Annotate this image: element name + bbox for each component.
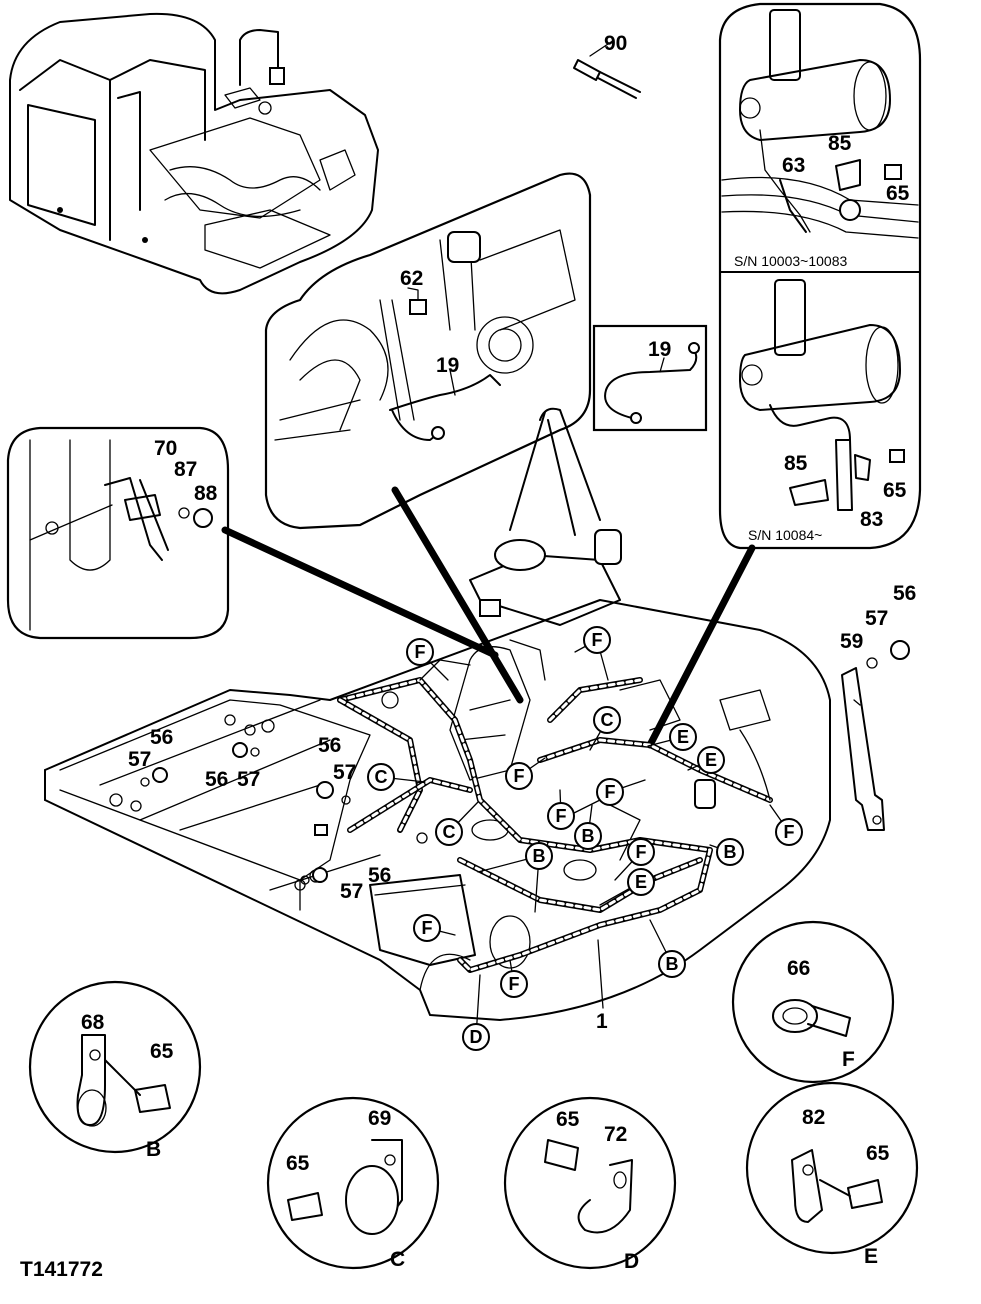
callout-c-1: C xyxy=(589,706,621,751)
svg-text:F: F xyxy=(784,822,795,842)
label-66: 66 xyxy=(787,957,810,980)
label-65-upper: 65 xyxy=(886,182,910,205)
callout-c-2: C xyxy=(367,763,426,791)
callout-f-5: F xyxy=(769,804,803,846)
label-56-strap: 56 xyxy=(893,582,916,605)
detail-letter-c: C xyxy=(390,1248,405,1271)
detail-leaders xyxy=(221,486,756,749)
harness-callouts: F F C E E C F F F F B C B B F E F F B D xyxy=(367,626,803,1051)
strap-59: 56 57 59 xyxy=(840,582,916,831)
callout-f-2: F xyxy=(574,626,611,681)
label-19: 19 xyxy=(436,354,459,377)
svg-text:E: E xyxy=(635,872,647,892)
svg-text:F: F xyxy=(514,766,525,786)
serial-range-upper: S/N 10003~10083 xyxy=(734,253,847,269)
detail-letter-f: F xyxy=(842,1048,855,1071)
air-cleaner-panel: 63 85 65 S/N 10003~10083 85 65 83 S/N 10… xyxy=(718,2,922,550)
clamp-detail-b: 68 65 B xyxy=(28,980,202,1161)
svg-text:D: D xyxy=(470,1027,483,1047)
label-87: 87 xyxy=(174,458,197,481)
label-83: 83 xyxy=(860,508,883,531)
label-57-lower: 57 xyxy=(340,880,363,903)
excavator-overview xyxy=(9,12,379,295)
svg-text:C: C xyxy=(443,822,456,842)
callout-f-7: F xyxy=(614,838,655,881)
callout-f-6: F xyxy=(547,789,575,830)
label-56-lower: 56 xyxy=(368,864,391,887)
detail-letter-d: D xyxy=(624,1250,639,1273)
serial-range-lower: S/N 10084~ xyxy=(748,527,822,543)
label-90: 90 xyxy=(604,32,627,55)
label-57-center: 57 xyxy=(237,768,260,791)
label-19-box: 19 xyxy=(648,338,671,361)
clamp-detail-f: 66 F xyxy=(731,920,895,1084)
label-85-lower: 85 xyxy=(784,452,808,475)
label-65-lower: 65 xyxy=(883,479,907,502)
callout-f-4: F xyxy=(596,778,646,806)
label-56-center: 56 xyxy=(205,768,228,791)
label-68: 68 xyxy=(81,1011,105,1034)
callout-e-3: E xyxy=(599,868,655,906)
label-72: 72 xyxy=(604,1123,627,1146)
detail-letter-b: B xyxy=(146,1138,161,1161)
callout-b-1: B xyxy=(574,804,602,850)
label-65-e: 65 xyxy=(866,1142,890,1165)
callout-d-1: D xyxy=(462,974,490,1051)
svg-text:B: B xyxy=(666,954,679,974)
label-56-left: 56 xyxy=(150,726,173,749)
callout-e-2: E xyxy=(687,746,725,774)
frame-labels: 56 57 56 57 56 57 56 57 1 xyxy=(128,726,608,1033)
svg-text:E: E xyxy=(705,750,717,770)
label-82: 82 xyxy=(802,1106,825,1129)
clamp-detail-d: 65 72 D xyxy=(503,1096,677,1273)
label-56-mid: 56 xyxy=(318,734,341,757)
svg-text:F: F xyxy=(605,782,616,802)
label-65-d: 65 xyxy=(556,1108,580,1131)
label-70: 70 xyxy=(154,437,177,460)
label-59: 59 xyxy=(840,630,863,653)
callout-b-3: B xyxy=(709,838,744,866)
svg-text:F: F xyxy=(556,806,567,826)
label-63: 63 xyxy=(782,154,805,177)
svg-text:E: E xyxy=(677,727,689,747)
svg-text:F: F xyxy=(509,974,520,994)
label-85-upper: 85 xyxy=(828,132,852,155)
part-90-connector: 90 xyxy=(573,32,641,99)
label-57-left: 57 xyxy=(128,748,151,771)
svg-text:B: B xyxy=(533,846,546,866)
clamp-detail-e: 82 65 E xyxy=(745,1081,919,1268)
label-harness-1: 1 xyxy=(596,1010,608,1033)
label-62: 62 xyxy=(400,267,423,290)
figure-id: T141772 xyxy=(20,1258,103,1281)
detail-letter-e: E xyxy=(864,1245,878,1268)
label-65-c: 65 xyxy=(286,1152,310,1175)
callout-e-1: E xyxy=(647,723,697,751)
callout-f-9: F xyxy=(500,959,528,998)
svg-text:F: F xyxy=(592,630,603,650)
svg-text:C: C xyxy=(601,710,614,730)
label-57-strap: 57 xyxy=(865,607,888,630)
callout-f-8: F xyxy=(413,914,456,942)
svg-text:F: F xyxy=(636,842,647,862)
svg-text:F: F xyxy=(415,642,426,662)
callout-b-2: B xyxy=(477,842,553,913)
label-65-b: 65 xyxy=(150,1040,174,1063)
svg-text:C: C xyxy=(375,767,388,787)
callout-c-3: C xyxy=(435,801,479,846)
harness-19-box: 19 xyxy=(592,324,708,432)
band-detail-panel: 70 87 88 xyxy=(6,426,230,640)
callout-f-3: F xyxy=(505,757,546,790)
label-57-mid: 57 xyxy=(333,761,356,784)
sensor-detail-panel: 62 19 xyxy=(264,172,592,530)
svg-text:B: B xyxy=(724,842,737,862)
label-88: 88 xyxy=(194,482,218,505)
svg-text:F: F xyxy=(422,918,433,938)
clamp-detail-c: 69 65 C xyxy=(266,1096,440,1271)
label-69: 69 xyxy=(368,1107,391,1130)
callout-f-1: F xyxy=(406,638,449,681)
svg-text:B: B xyxy=(582,826,595,846)
callout-b-4: B xyxy=(649,919,686,978)
